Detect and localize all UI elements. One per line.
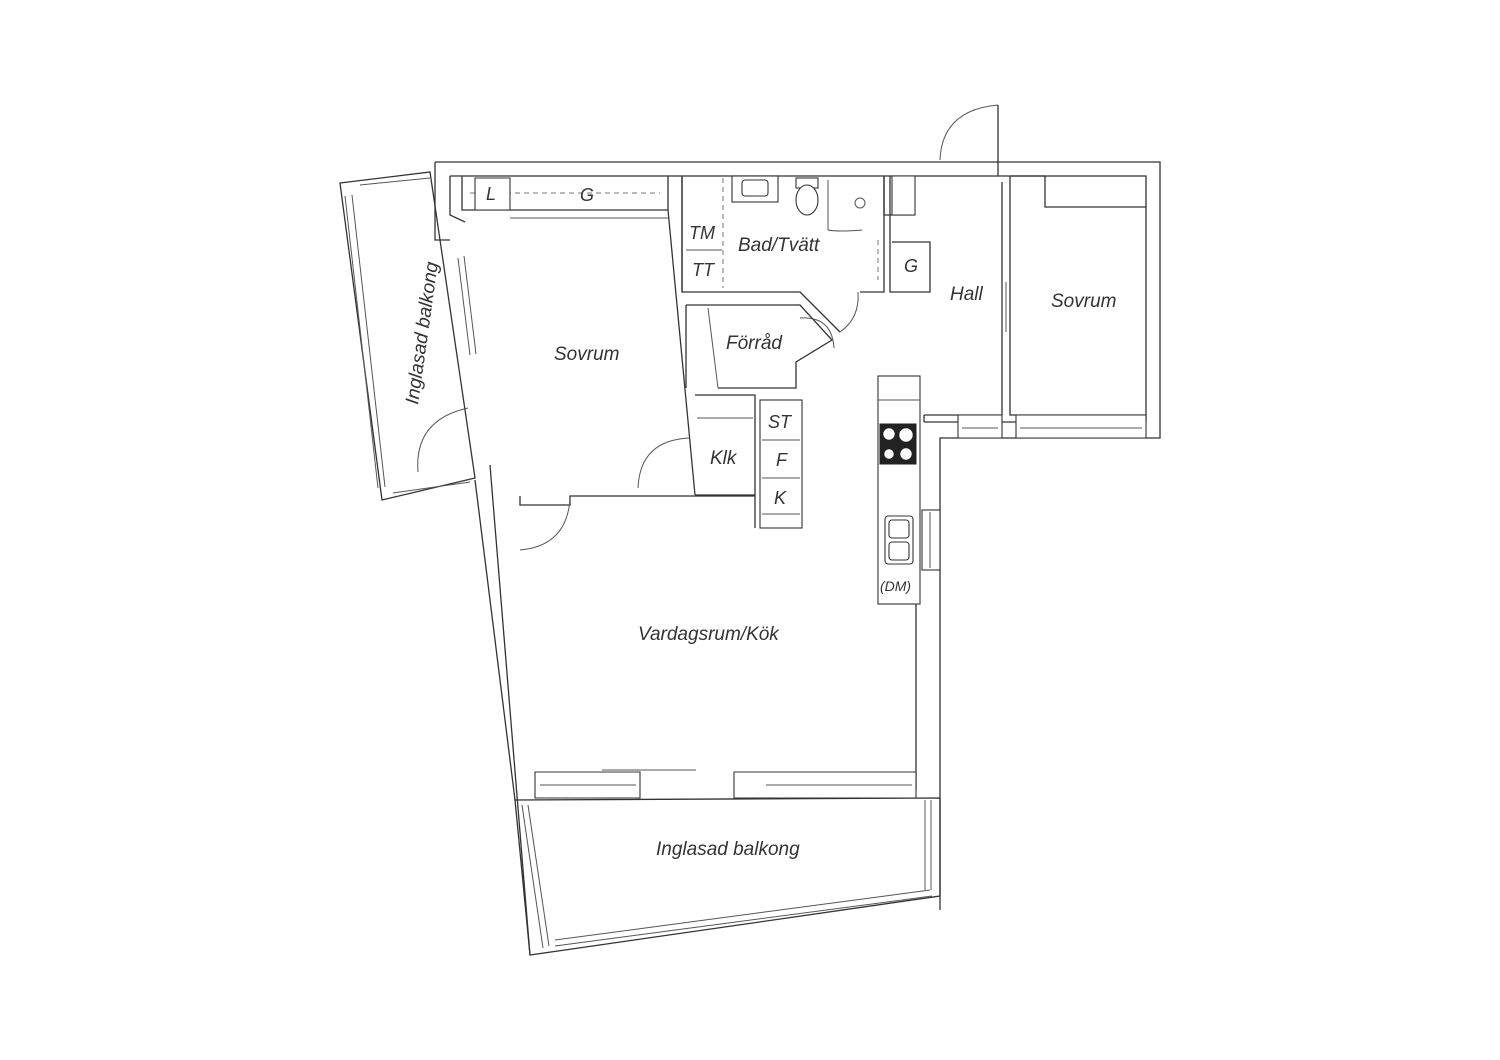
door-swing-icon [417, 407, 469, 473]
fixture-label-f: F [776, 450, 788, 470]
fixture-label-k: K [774, 488, 787, 508]
exterior-walls [434, 161, 1161, 956]
bathroom [681, 175, 915, 333]
room-label-west-bedroom: Sovrum [554, 344, 619, 365]
door-swing-icon [839, 291, 859, 333]
west-balcony [339, 171, 477, 501]
fixture-label-wardrobe-hall: G [904, 256, 918, 276]
door-swing-icon [519, 499, 571, 551]
door-swing-icon [799, 317, 835, 349]
door-swing-icon [637, 437, 691, 489]
room-label-living-kitchen: Vardagsrum/Kök [638, 624, 780, 645]
fixture-label-tm: TM [689, 223, 715, 243]
fixture-label-dm: (DM) [880, 578, 911, 594]
fixture-label-linen: L [486, 184, 496, 204]
kitchen-counter [877, 375, 941, 605]
room-label-klk: Klk [710, 448, 738, 469]
room-label-bathroom: Bad/Tvätt [738, 235, 820, 256]
door-swing-icon [939, 104, 999, 161]
room-label-east-bedroom: Sovrum [1051, 291, 1116, 312]
south-balcony [514, 769, 941, 956]
storage-room [685, 304, 835, 389]
fixture-label-st: ST [768, 412, 793, 432]
room-label-west-balcony: Inglasad balkong [402, 260, 443, 406]
room-label-storage: Förråd [726, 333, 783, 354]
hall-walls [889, 104, 1147, 439]
fixture-label-wardrobe-west: G [580, 185, 594, 205]
room-label-hall: Hall [950, 284, 984, 305]
klk-closet [637, 394, 803, 529]
fixture-label-tt: TT [692, 260, 716, 280]
room-label-south-balcony: Inglasad balkong [656, 839, 800, 860]
